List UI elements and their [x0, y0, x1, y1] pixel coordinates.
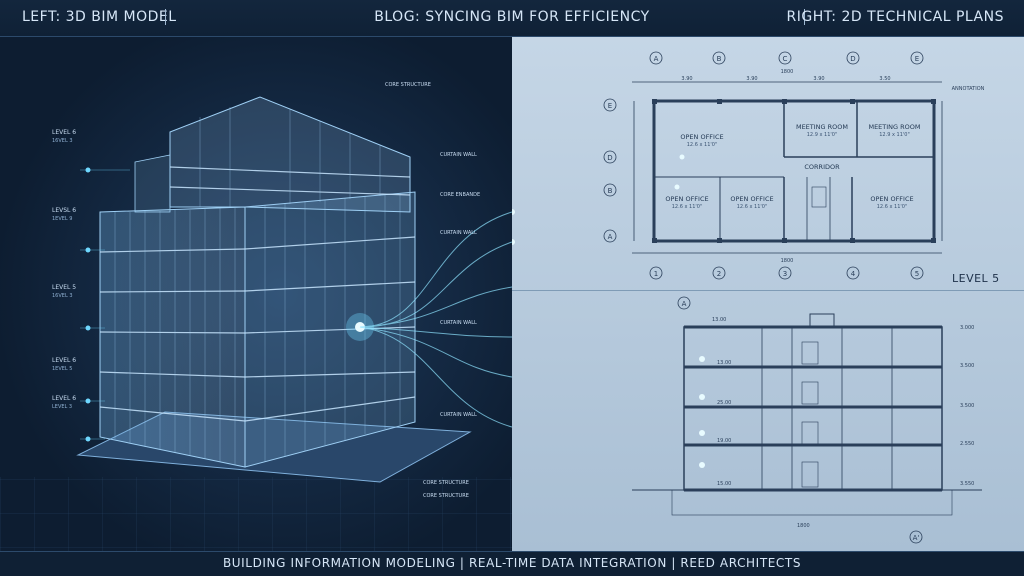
overall-dimension: 1800 — [781, 69, 794, 75]
footer-text: BUILDING INFORMATION MODELING | REAL-TIM… — [222, 556, 802, 570]
dimension-label: 3.90 — [681, 76, 692, 82]
overall-dimension: 1800 — [781, 258, 794, 264]
annotation-label: ANNOTATION — [952, 86, 985, 92]
grid-bubble-label: 2 — [717, 270, 721, 278]
header-separator — [804, 9, 805, 25]
grid-bubble-label: D — [850, 55, 855, 63]
section-level-label: 19.00 — [717, 438, 731, 444]
header-right-title: RIGHT: 2D TECHNICAL PLANS — [786, 9, 1004, 25]
dimension-label: 3.90 — [746, 76, 757, 82]
floor-plan-drawing: A B C D E 1 2 3 4 5 E D B A 3.90 3.90 3.… — [509, 51, 985, 544]
grid-bubble-label: 4 — [851, 270, 856, 278]
grid-bubble-label: 5 — [915, 270, 919, 278]
room-label: CORRIDOR — [804, 163, 840, 171]
footer-bar: BUILDING INFORMATION MODELING | REAL-TIM… — [0, 551, 1024, 576]
technical-plans-panel: A B C D E 1 2 3 4 5 E D B A 3.90 3.90 3.… — [509, 37, 1024, 551]
dimension-label: 3.50 — [879, 76, 890, 82]
callout-label: CORE STRUCTURE — [385, 82, 431, 88]
plan-section-divider — [512, 290, 1024, 291]
section-overall-dimension: 1800 — [797, 523, 810, 529]
callout-label: CORE STRUCTURE — [423, 480, 469, 486]
header-bar: LEFT: 3D BIM MODEL BLOG: SYNCING BIM FOR… — [0, 0, 1024, 37]
grid-bubble-label: A — [654, 55, 659, 63]
grid-bubble-label: B — [717, 55, 722, 63]
bim-building-drawing — [0, 96, 513, 551]
grid-bubble-label: 3 — [783, 270, 787, 278]
section-level-label: 13.00 — [717, 360, 731, 366]
section-elevation: 3.500 — [960, 403, 974, 409]
section-elevation: 2.550 — [960, 441, 974, 447]
section-grid-label: A — [682, 300, 687, 308]
callout-label: CURTAIN WALL — [440, 152, 477, 158]
section-elevation: 3.550 — [960, 481, 974, 487]
grid-bubble-label: A — [608, 233, 613, 241]
grid-bubble-label: C — [783, 55, 788, 63]
callout-label: CORE STRUCTURE — [423, 493, 469, 499]
section-elevation: 3.000 — [960, 325, 974, 331]
dimension-label: 3.90 — [813, 76, 824, 82]
section-grid-label: A' — [913, 534, 920, 542]
callout-label: CURTAIN WALL — [440, 230, 477, 236]
grid-bubble-label: E — [608, 102, 612, 110]
section-elevation: 3.500 — [960, 363, 974, 369]
grid-bubble-label: B — [608, 187, 613, 195]
callout-label: CURTAIN WALL — [440, 320, 477, 326]
header-center-title: BLOG: SYNCING BIM FOR EFFICIENCY — [374, 9, 650, 25]
grid-bubble-label: D — [607, 154, 612, 162]
header-left-title: LEFT: 3D BIM MODEL — [22, 9, 177, 25]
section-level-label: 15.00 — [717, 481, 731, 487]
grid-bubble-label: 1 — [654, 270, 658, 278]
section-level-label: 13.00 — [712, 317, 726, 323]
plan-level-label: LEVEL 5 — [952, 272, 1000, 285]
callout-label: CURTAIN WALL — [440, 412, 477, 418]
callout-label: CORE ENBANDE — [440, 192, 481, 198]
section-level-label: 25.00 — [717, 400, 731, 406]
header-separator — [165, 9, 166, 25]
grid-bubble-label: E — [915, 55, 919, 63]
